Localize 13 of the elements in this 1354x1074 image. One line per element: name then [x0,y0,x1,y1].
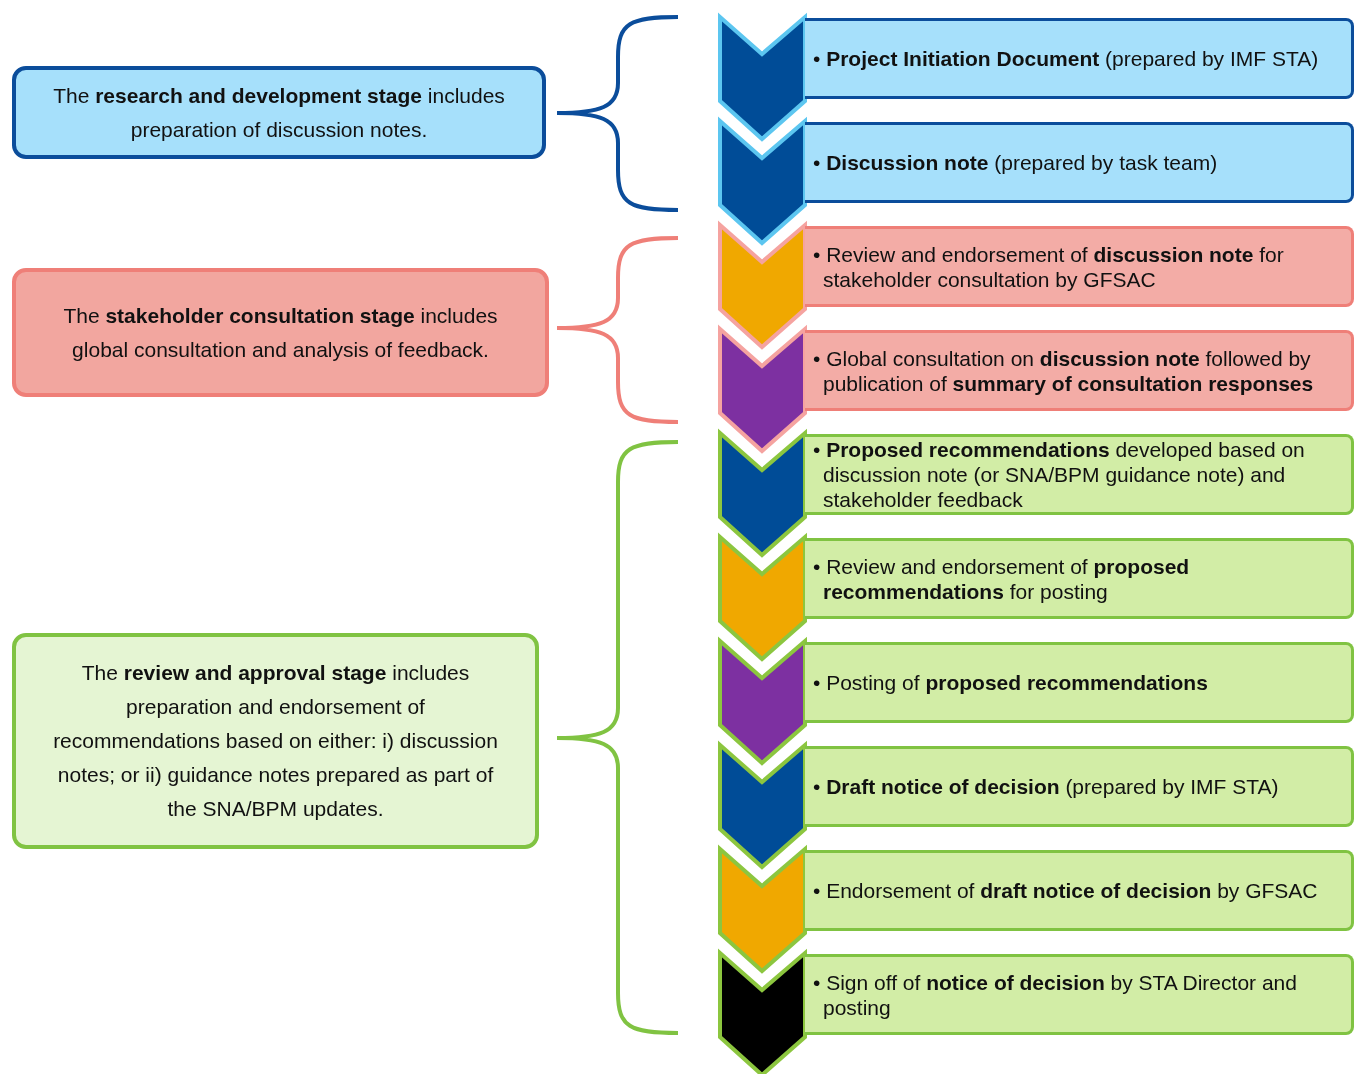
step-box: • Review and endorsement of proposed recommendations for posting [805,538,1354,619]
step-box: • Discussion note (prepared by task team) [805,122,1354,203]
step-box: • Draft notice of decision (prepared by IMF STA) [805,746,1354,827]
step-box: • Posting of proposed recommendations [805,642,1354,723]
step-box: • Sign off of notice of decision by STA Director and posting [805,954,1354,1035]
step-box: • Proposed recommendations developed based on discussion note (or SNA/BPM guidance note) and stakeholder feedback [805,434,1354,515]
stage-box: The stakeholder consultation stage includes global consultation and analysis of feedback. [12,268,549,397]
step-box: • Review and endorsement of discussion note for stakeholder consultation by GFSAC [805,226,1354,307]
step-box: • Endorsement of draft notice of decision by GFSAC [805,850,1354,931]
stage-box: The research and development stage includes preparation of discussion notes. [12,66,546,159]
stage-box: The review and approval stage includes preparation and endorsement of recommendations based on either: i) discussion notes; or ii) guidance notes prepared as part of the SNA/BPM updates. [12,633,539,849]
step-box: • Project Initiation Document (prepared by IMF STA) [805,18,1354,99]
step-box: • Global consultation on discussion note followed by publication of summary of consultation responses [805,330,1354,411]
